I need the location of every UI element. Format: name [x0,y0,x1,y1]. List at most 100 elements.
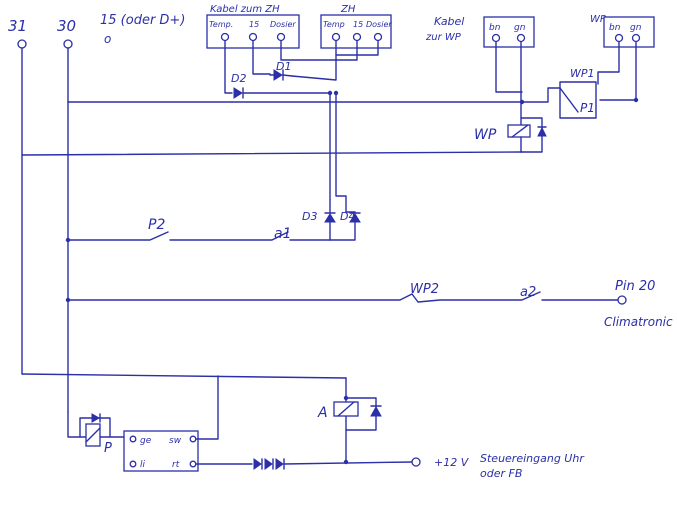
wire-relay-p [67,411,87,438]
diode-chain-1 [253,458,262,470]
zh-title: ZH [340,4,356,15]
wire-zh-dosier [335,40,379,56]
terminal-31-label: 31 [8,17,27,35]
a2-label: a2 [520,285,536,300]
wire-wp-bn [495,41,523,93]
wire-zh-cable-temp [224,40,233,94]
zh-cable-pin-2 [248,32,258,42]
wire-to-wp1 [521,87,561,103]
junction-d2 [327,90,333,96]
timer-sw-label: sw [169,436,182,446]
zh-cable-pin-2-label: 15 [249,20,259,29]
p1-label: P1 [580,101,595,115]
timer-rt-label: rt [172,460,180,470]
wire-wp-pin1 [597,41,620,85]
zh-pin-3 [373,32,383,42]
wp-relay-coil-mark [511,124,529,138]
junction-wp2 [65,297,71,303]
wp-relay-label: WP [474,127,497,143]
wire-to-d4 [335,92,347,213]
junction-supply [343,459,349,465]
zh-cable-title: Kabel zum ZH [210,4,280,15]
wire-zh-cable-15 [252,40,271,75]
zh-cable-pin-3-label: Dosier [270,20,296,29]
wp-pin-1-label: bn [609,23,621,33]
rail-31-bottom [21,373,347,379]
pin20-terminal [617,295,627,305]
wire-wp-pin2 [599,41,637,101]
zh-connector [320,14,392,49]
wp1-contact-switch [559,87,579,113]
supply-label: +12 V [434,456,470,469]
supply-terminal [411,457,421,467]
diode-d2 [233,87,243,99]
wp2-label: WP2 [410,282,439,297]
d2-label: D2 [231,72,246,85]
timer-pin-sw [189,435,197,443]
timer-li-label: li [140,460,146,470]
timer-ge-label: ge [140,436,152,446]
relay-a-diode [370,405,382,417]
wp-cable-title-2: zur WP [425,32,462,43]
wp2-a2-line [67,291,619,303]
wp-pin-2-label: gn [630,23,642,33]
timer-pin-li [129,460,137,468]
zh-cable-pin-1 [220,32,230,42]
climatronic-label: Climatronic [604,315,673,329]
zh-pin-1-label: Temp [323,20,345,29]
wire-timer-sw [195,375,219,440]
relay-p-label: P [104,441,112,456]
wire-to-supply [283,461,413,465]
wp-cable-pin-2-label: gn [514,23,526,33]
control-input-label-2: oder FB [480,467,522,480]
wp-cable-pin-2 [516,33,526,43]
wire-15-link [280,40,358,61]
zh-pin-2-label: 15 [353,20,363,29]
wp1-contact-box [559,81,597,119]
wp-cable-connector [483,16,535,48]
p2-label: P2 [148,217,165,233]
wp-title: WP [590,14,607,25]
zh-pin-3-label: Dosier [366,20,392,29]
zh-pin-2 [352,32,362,42]
diode-d3 [324,213,336,223]
zh-pin-1 [331,32,341,42]
wp-pin-1 [614,33,624,43]
wp-relay-diode [537,126,547,137]
zh-cable-pin-3 [276,32,286,42]
timer-pin-ge [129,435,137,443]
wp-connector [603,16,655,48]
timer-pin-rt [189,460,197,468]
terminal-30 [63,39,73,49]
terminal-30-label: 30 [57,17,76,35]
d3-label: D3 [302,210,317,223]
relay-a-label: A [317,405,328,421]
relay-p-diode [91,413,101,423]
p2-a1-line [67,231,331,241]
wp-cable-pin-1 [491,33,501,43]
wp-pin-2 [631,33,641,43]
diode-d1-leads [269,74,293,77]
diode-d3-bar [324,199,336,241]
wire-d2-to-d3 [242,92,331,201]
diode-chain-2 [264,458,273,470]
relay-p-coil-mark [85,427,101,443]
junction-d1 [333,90,339,96]
terminal-15-sublabel: o [104,32,111,46]
junction-wp-pin2 [633,97,639,103]
wp-relay-diode-loop [520,117,543,153]
wp-cable-title-1: Kabel [434,15,464,28]
terminal-15-label: 15 (oder D+) [100,13,185,28]
terminal-31 [17,39,27,49]
diode-d4-bar [329,211,361,241]
pin20-label: Pin 20 [615,279,655,294]
zh-cable-pin-1-label: Temp. [209,20,233,29]
relay-a-coil-mark [337,401,355,417]
rail-31-ground [21,151,523,156]
diode-chain-3 [275,458,284,470]
junction-p2 [65,237,71,243]
wire-zh-temp [291,40,337,81]
control-input-label-1: Steuereingang Uhr [480,452,585,465]
